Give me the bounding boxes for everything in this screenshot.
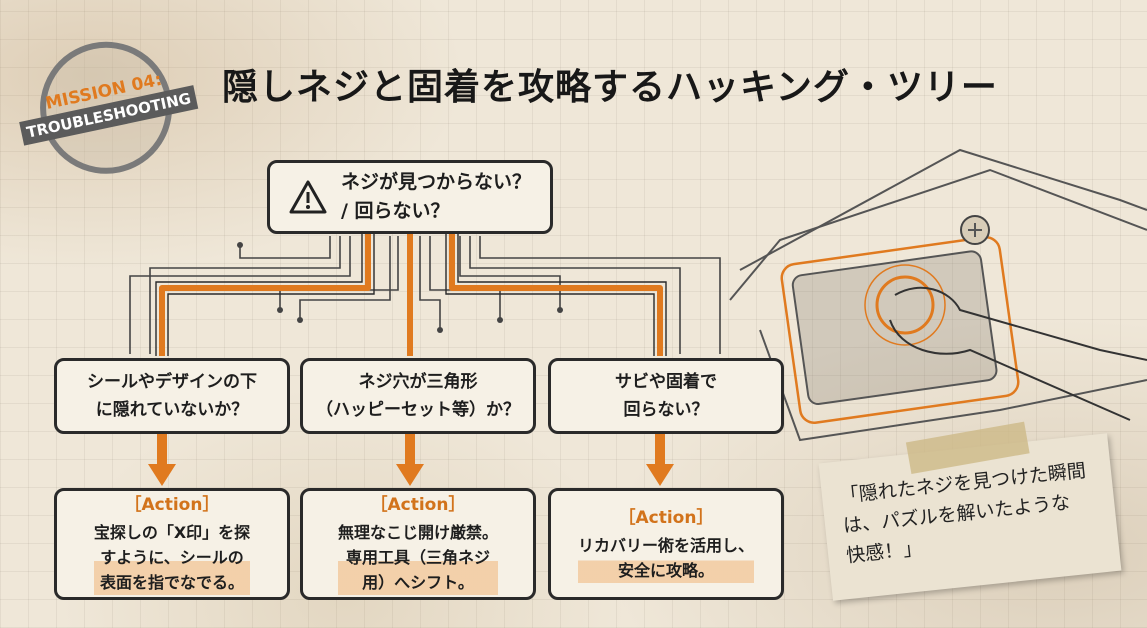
action-text: 宝探しの「X印」を探 すように、シールの 表面を指でなでる。 [93, 520, 251, 595]
action-box-stuck-screw: ［Action］ リカバリー術を活用し、 安全に攻略。 [548, 488, 784, 600]
root-question-text: ネジが見つからない？ / 回らない？ [341, 168, 531, 226]
action-tag: ［Action］ [124, 495, 220, 515]
question-box-hidden-screw: シールやデザインの下 に隠れていないか？ [54, 358, 290, 434]
root-question-line-2: / 回らない？ [340, 200, 450, 222]
root-question-line-1: ネジが見つからない？ [340, 171, 531, 193]
question-box-stuck-screw: サビや固着で 回らない？ [548, 358, 784, 434]
root-question-box: ネジが見つからない？ / 回らない？ [267, 160, 553, 234]
action-text: 無理なこじ開け厳禁。 専用工具（三角ネジ 用）へシフト。 [337, 520, 498, 595]
warning-icon [289, 180, 327, 214]
question-text: シールやデザインの下 に隠れていないか？ [87, 372, 257, 420]
action-tag: ［Action］ [370, 495, 466, 515]
question-box-triangle-screw: ネジ穴が三角形 （ハッピーセット等）か？ [300, 358, 536, 434]
question-text: サビや固着で 回らない？ [615, 372, 717, 420]
action-text: リカバリー術を活用し、 安全に攻略。 [577, 532, 754, 583]
page-title: 隠しネジと固着を攻略するハッキング・ツリー [222, 67, 998, 108]
device-sketch [729, 148, 1147, 442]
quote-text: 「隠れたネジを見つけた瞬間 は、パズルを解いたような 快感！」 [838, 459, 1087, 568]
action-tag: ［Action］ [618, 507, 714, 528]
action-box-triangle-screw: ［Action］ 無理なこじ開け厳禁。 専用工具（三角ネジ 用）へシフト。 [300, 488, 536, 600]
question-text: ネジ穴が三角形 （ハッピーセット等）か？ [316, 372, 520, 420]
action-box-hidden-screw: ［Action］ 宝探しの「X印」を探 すように、シールの 表面を指でなでる。 [54, 488, 290, 600]
